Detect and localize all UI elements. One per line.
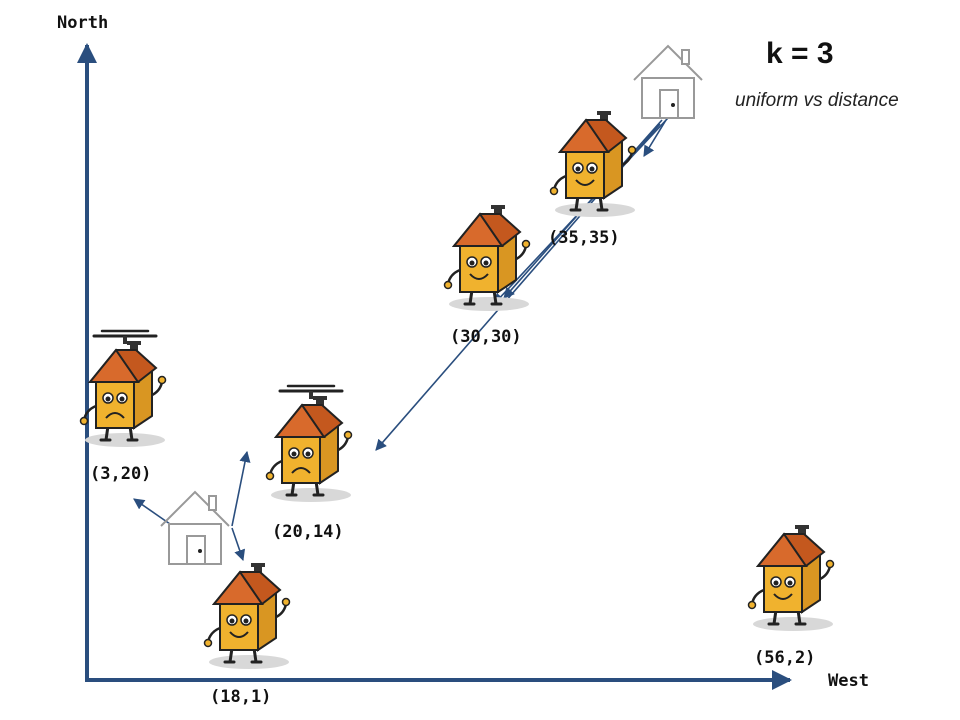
house-56-2 [747,523,835,633]
arrow-query-to-18-1 [231,527,246,562]
weighting-subtitle: uniform vs distance [735,90,899,111]
label-3-20: (3,20) [90,464,151,484]
arrow-query-to-35-35 [643,119,667,157]
y-axis-label: North [57,13,108,33]
label-56-2: (56,2) [754,648,815,668]
k-value-title: k = 3 [766,37,834,70]
query-house-upper [633,45,703,119]
label-18-1: (18,1) [210,687,271,707]
label-35-35: (35,35) [548,228,620,248]
house-30-30 [443,203,531,313]
query-house-lower [160,491,230,565]
x-axis-label: West [828,671,869,691]
house-18-1 [203,561,291,671]
house-20-14 [265,384,353,504]
arrow-query-to-20-14-lower [231,450,251,527]
label-20-14: (20,14) [272,522,344,542]
label-30-30: (30,30) [450,327,522,347]
arrow-query-to-3-20 [133,498,171,525]
house-3-20 [79,329,167,449]
